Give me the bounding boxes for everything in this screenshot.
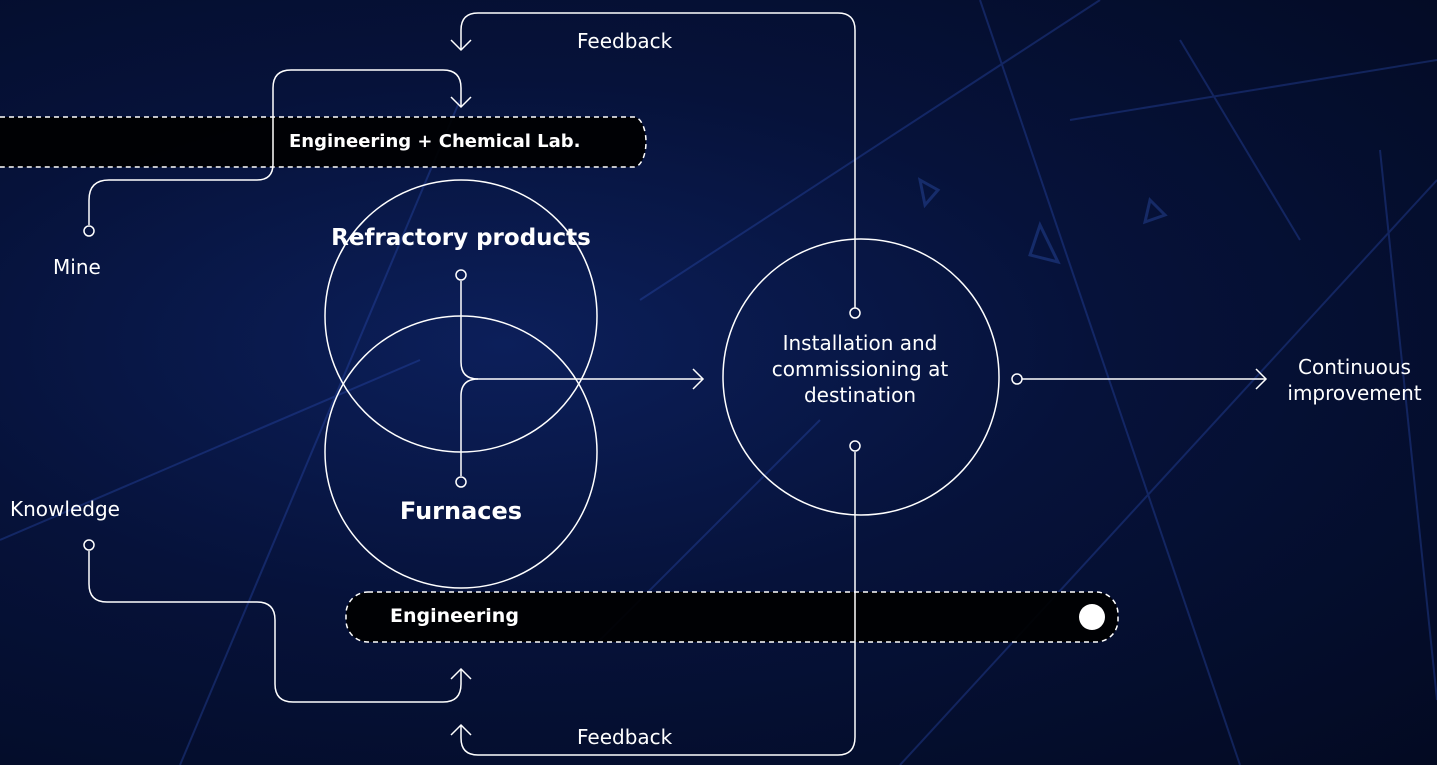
feedback-bottom-arrow [450, 723, 472, 736]
furnaces-label: Furnaces [399, 497, 523, 525]
mine-label: Mine [53, 255, 101, 279]
mine-node [83, 225, 95, 237]
refractory-connector [460, 281, 479, 380]
engineering-label: Engineering [390, 605, 519, 627]
mine-arrow [450, 96, 472, 109]
installation-top-node [849, 307, 861, 319]
knowledge-arrow [450, 667, 472, 680]
merge-arrow-head [692, 368, 705, 390]
feedback-top-loop [460, 12, 856, 308]
mine-connector [88, 69, 462, 225]
engineering-chemical-lab-label: Engineering + Chemical Lab. [289, 131, 581, 152]
installation-bottom-node [849, 440, 861, 452]
continuous-improvement-label: Continuous improvement [1287, 355, 1422, 405]
knowledge-node [83, 539, 95, 551]
feedback-top-label: Feedback [577, 29, 673, 53]
improvement-arrow-head [1255, 368, 1268, 390]
installation-circle [722, 238, 1000, 516]
feedback-top-arrow [450, 39, 472, 52]
feedback-bottom-loop [460, 452, 856, 756]
refractory-node [455, 269, 467, 281]
knowledge-label: Knowledge [10, 497, 120, 521]
furnaces-node [455, 476, 467, 488]
installation-label: Installation and commissioning at destin… [771, 331, 949, 407]
furnaces-connector [460, 378, 479, 476]
feedback-bottom-label: Feedback [577, 725, 673, 749]
engineering-bar-end-dot [1079, 604, 1105, 630]
engineering-chemical-lab-bar [0, 116, 647, 168]
engineering-bar [345, 591, 1119, 643]
installation-right-node [1011, 373, 1023, 385]
refractory-products-label: Refractory products [331, 225, 591, 251]
knowledge-connector [88, 551, 462, 703]
